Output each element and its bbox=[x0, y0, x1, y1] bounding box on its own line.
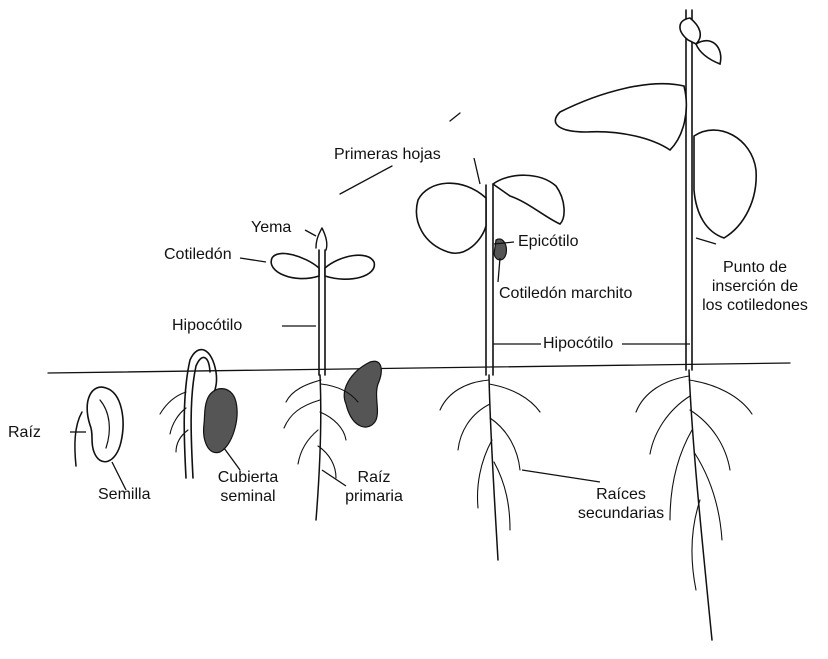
label-punto-line-3: los cotiledones bbox=[686, 296, 824, 315]
label-hipocotilo-2: Hipocótilo bbox=[543, 334, 613, 353]
label-cotiledon: Cotiledón bbox=[164, 245, 232, 264]
leader-cotiledon-marchito bbox=[498, 258, 500, 282]
label-raiz: Raíz bbox=[8, 423, 41, 442]
leader-cotiledon bbox=[240, 258, 266, 262]
label-punto-line-2: inserción de bbox=[686, 277, 824, 296]
label-hipocotilo-1: Hipocótilo bbox=[172, 316, 242, 335]
label-raices-line-1: Raíces bbox=[566, 485, 676, 504]
label-punto-line-1: Punto de bbox=[686, 258, 824, 277]
label-cotiledon-marchito: Cotiledón marchito bbox=[499, 284, 632, 303]
label-cubierta-line-1: Cubierta bbox=[208, 468, 288, 487]
leader-punto bbox=[696, 238, 716, 244]
stage-divider-line bbox=[450, 113, 460, 121]
label-punto-insercion: Punto de inserción de los cotiledones bbox=[686, 258, 824, 315]
stage-2-hook bbox=[160, 350, 237, 478]
label-raiz-primaria-line-1: Raíz bbox=[336, 468, 412, 487]
label-cubierta-line-2: seminal bbox=[208, 487, 288, 506]
label-semilla: Semilla bbox=[98, 485, 150, 504]
ground-line bbox=[48, 363, 790, 373]
label-epicotilo: Epicótilo bbox=[518, 232, 578, 251]
label-raiz-primaria: Raíz primaria bbox=[336, 468, 412, 506]
label-primeras-hojas: Primeras hojas bbox=[334, 145, 441, 164]
stage-divider-line bbox=[340, 166, 392, 194]
label-raices-secundarias: Raíces secundarias bbox=[566, 485, 676, 523]
stage-1-seed bbox=[75, 387, 123, 466]
label-raiz-primaria-line-2: primaria bbox=[336, 487, 412, 506]
label-raices-line-2: secundarias bbox=[566, 504, 676, 523]
stage-5-mature-seedling bbox=[555, 10, 756, 640]
label-yema: Yema bbox=[251, 218, 291, 237]
leader-raices-secundarias bbox=[522, 470, 600, 482]
leader-cubierta bbox=[224, 448, 240, 470]
leader-primeras-hojas bbox=[474, 158, 480, 184]
leader-yema bbox=[305, 230, 316, 236]
label-cubierta-seminal: Cubierta seminal bbox=[208, 468, 288, 506]
